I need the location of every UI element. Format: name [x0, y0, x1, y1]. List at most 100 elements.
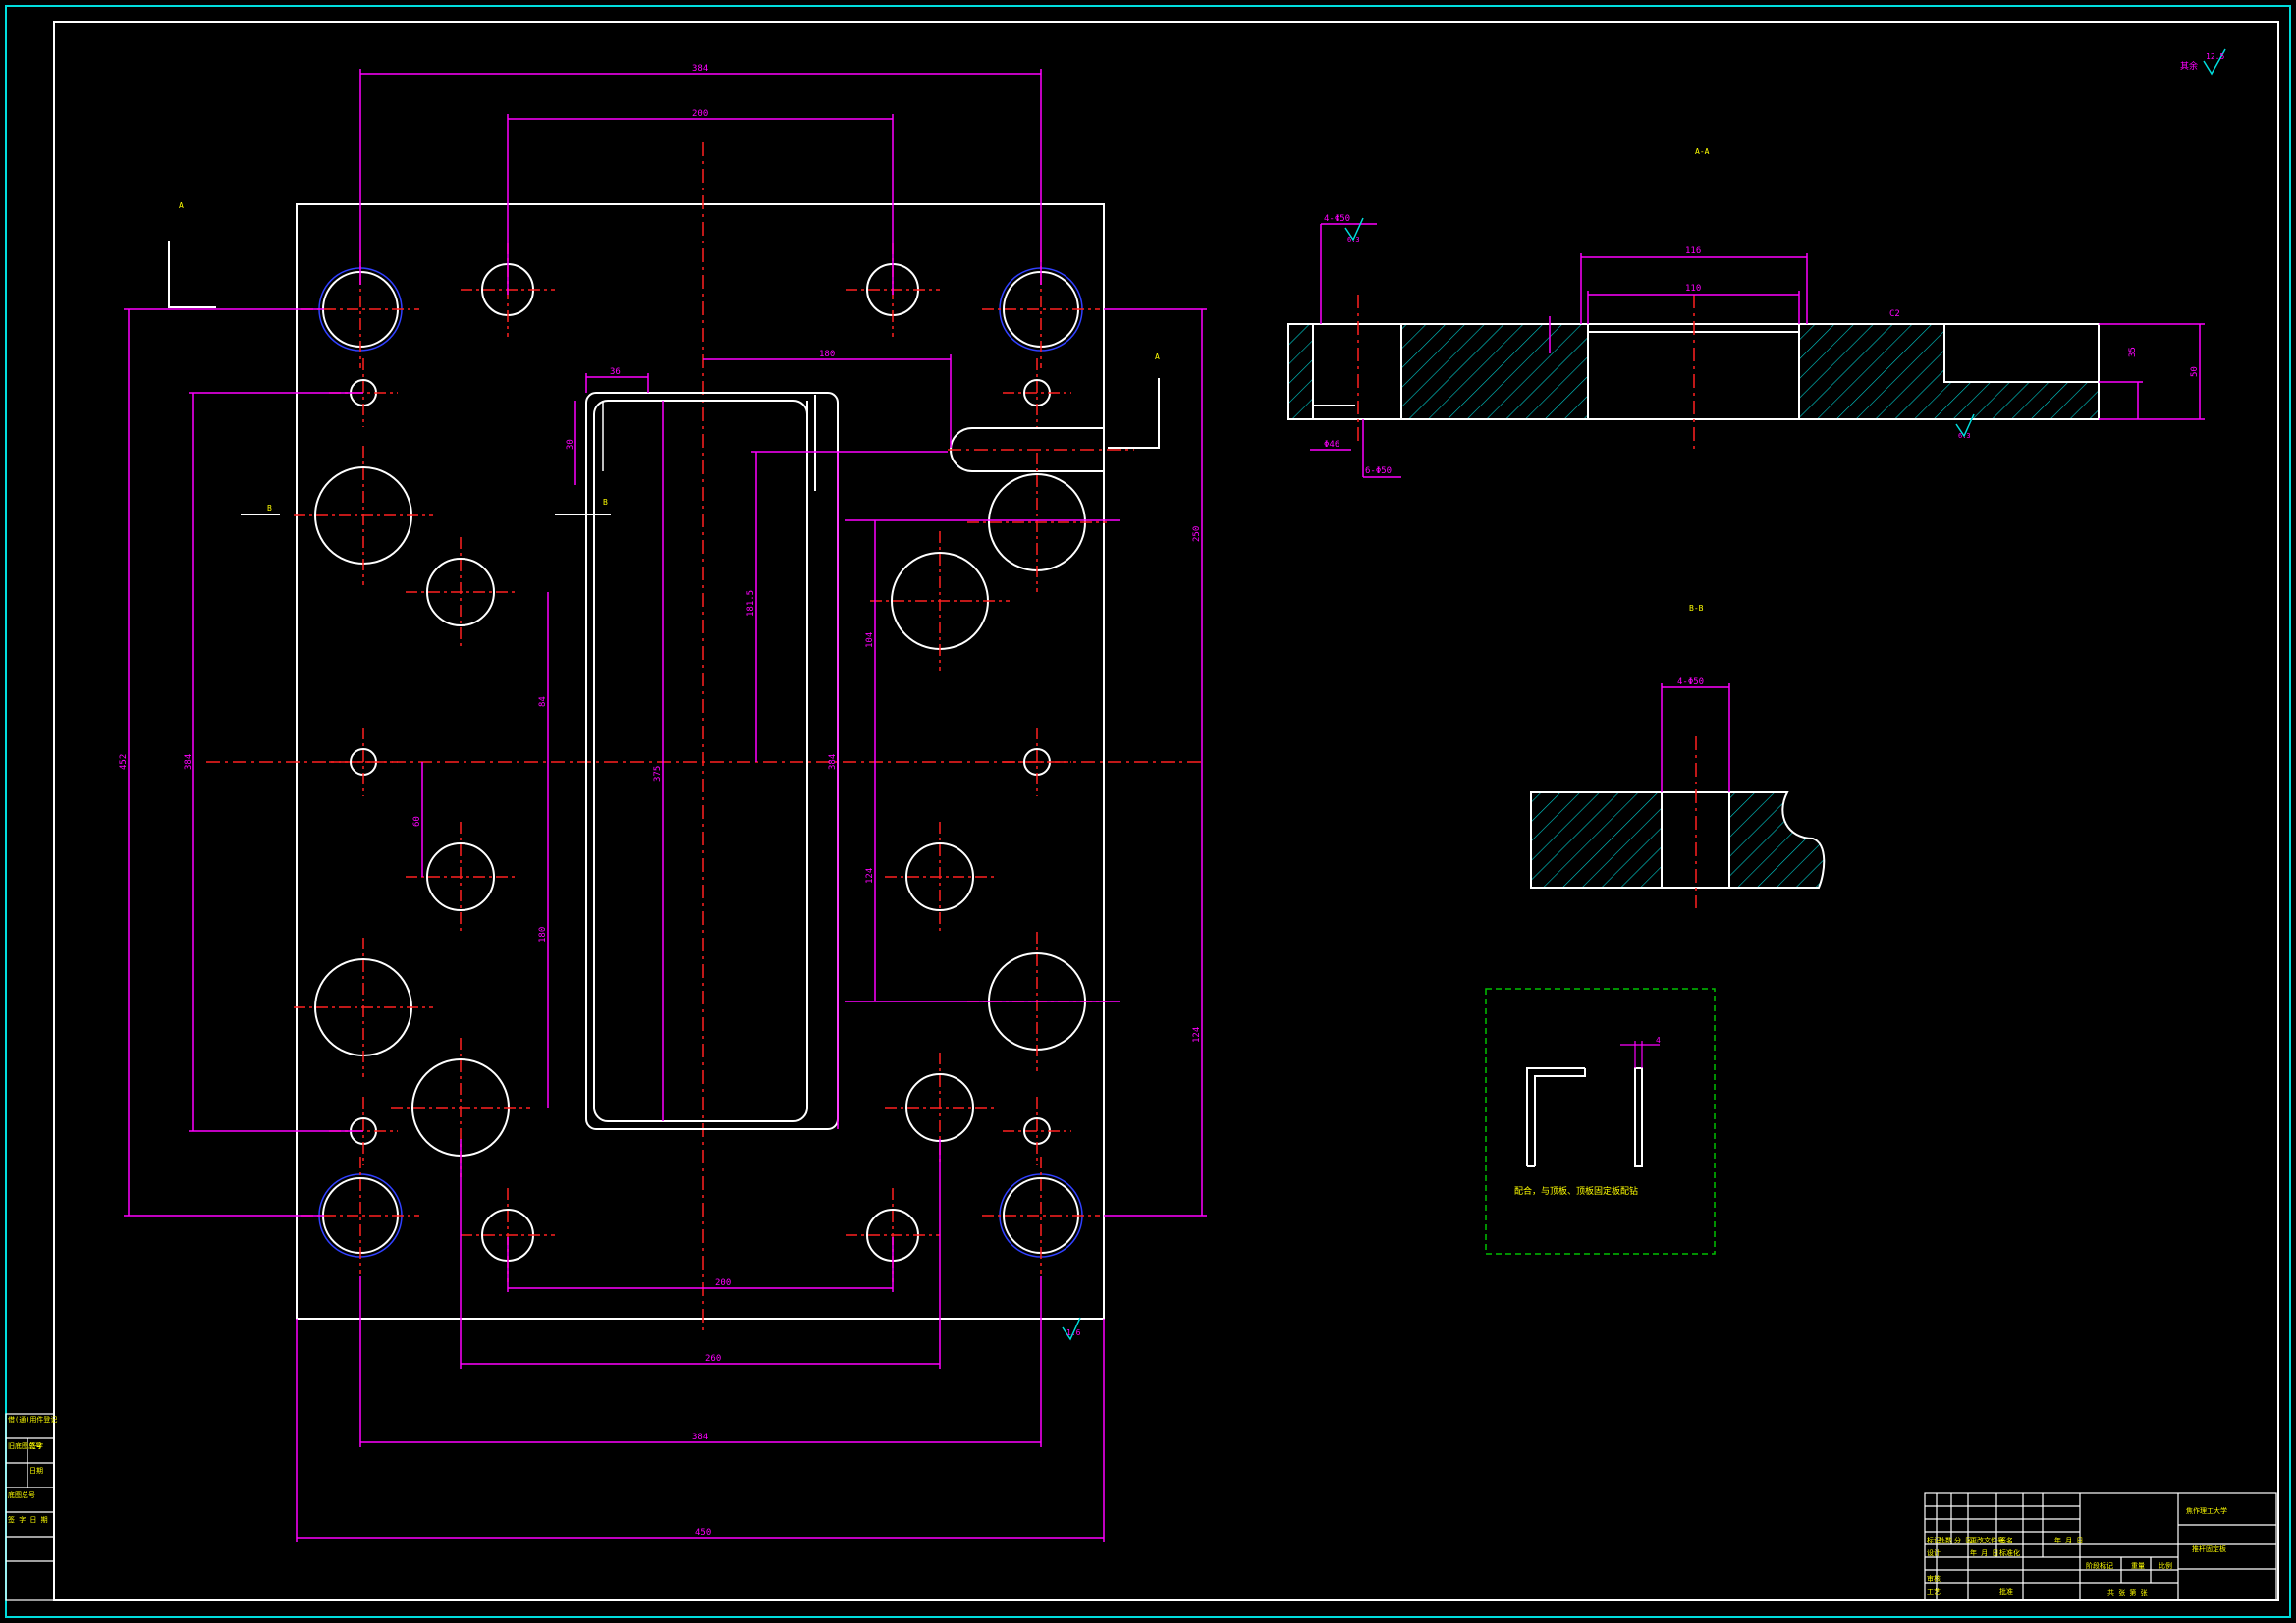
dim-right-250: 250	[1192, 526, 1202, 542]
tb-approve: 批准	[1999, 1587, 2013, 1596]
side-row-6: 签 字 日 期	[8, 1515, 48, 1524]
tb-process: 工艺	[1927, 1588, 1941, 1596]
tb-rev-h3: 分 区	[1954, 1536, 1972, 1544]
dim-top-200: 200	[692, 109, 708, 119]
hole	[294, 446, 433, 585]
dim-left-60: 60	[412, 816, 422, 827]
tb-rev-h5: 签名	[1999, 1536, 2013, 1544]
section-a-view: A-A	[1287, 147, 2205, 478]
dim-a-chamfer: C2	[1889, 309, 1900, 319]
dim-a-hole-bottom: 6-Φ50	[1365, 466, 1392, 476]
section-b-letter-right: B	[603, 498, 608, 507]
section-mark-a-left	[168, 241, 216, 308]
title-block: 焦作理工大学 推杆固定板 标记 处数 分 区 更改文件号 签名 年 月 日 设计…	[1924, 1492, 2277, 1601]
hole	[967, 453, 1107, 592]
hole	[1003, 358, 1071, 427]
hole	[1003, 1097, 1071, 1165]
detail-border	[1485, 988, 1716, 1255]
dim-right-104: 104	[865, 632, 875, 648]
dim-a-hole-top: 4-Φ50	[1324, 214, 1350, 224]
tb-review: 审核	[1927, 1574, 1941, 1583]
tb-rev-h1: 标记	[1927, 1536, 1941, 1544]
general-roughness-label: 其余	[2180, 60, 2198, 72]
roughness-symbol-a-top	[1344, 217, 1364, 242]
side-row-1: 借(通)用件登记	[8, 1415, 57, 1424]
section-a-title: A-A	[1695, 147, 1710, 156]
hole	[885, 822, 995, 932]
tb-rev-h2: 处数	[1939, 1536, 1952, 1544]
dim-181-5: 181.5	[746, 590, 756, 617]
section-b-outline	[1530, 791, 1826, 889]
detail-view: 4 配合，与顶板、顶板固定板配钻	[1485, 988, 1716, 1255]
dim-a-hole-dia: Φ46	[1324, 440, 1339, 450]
dim-bottom-384: 384	[692, 1433, 708, 1442]
side-row-5: 底图总号	[8, 1490, 35, 1499]
dim-right-124: 124	[865, 868, 875, 884]
plan-dimensions	[124, 69, 1207, 1542]
tb-weight: 重量	[2131, 1562, 2145, 1570]
detail-thickness: 4	[1656, 1036, 1661, 1045]
hole	[329, 728, 398, 796]
roughness-a-top: 6.3	[1347, 236, 1360, 243]
hole	[982, 1157, 1100, 1274]
hole	[294, 938, 433, 1077]
section-b-hatch-right	[1729, 792, 1825, 888]
dim-slot-375: 375	[653, 766, 663, 782]
inner-frame	[53, 21, 2279, 1601]
roughness-symbol-a-bottom	[1955, 413, 1975, 438]
roughness-symbol-plan	[1062, 1317, 1081, 1341]
plan-view: A A B B 1.6	[168, 142, 1203, 1341]
side-row-2: 旧底图总号	[8, 1441, 42, 1450]
dim-left-452: 452	[119, 754, 129, 770]
hole-circle	[426, 842, 495, 911]
dim-left-84: 84	[538, 696, 548, 707]
side-row-4: 日期	[29, 1467, 43, 1475]
tb-rev-h6: 年 月 日	[2054, 1536, 2083, 1544]
pocket-outer	[585, 392, 839, 1130]
section-b-letter-left: B	[267, 504, 272, 513]
dim-slot-30: 30	[566, 439, 575, 450]
section-b-title: B-B	[1689, 604, 1704, 613]
pocket-inner	[593, 400, 808, 1122]
general-roughness: 其余 12.5	[2180, 48, 2226, 76]
dim-right-384: 124	[1192, 1027, 1202, 1043]
hole	[406, 822, 516, 932]
dim-a-110: 110	[1685, 284, 1701, 294]
tb-drawing-name: 推杆固定板	[2192, 1544, 2226, 1553]
hole	[406, 537, 516, 647]
tb-sheets: 共 张 第 张	[2107, 1588, 2148, 1596]
dim-b-hole: 4-Φ50	[1677, 677, 1704, 687]
tb-school: 焦作理工大学	[2186, 1506, 2227, 1515]
hole-circle	[905, 842, 974, 911]
tb-scale: 比例	[2159, 1561, 2172, 1570]
dim-a-35: 35	[2128, 347, 2138, 357]
tb-stage: 阶段标记	[2086, 1561, 2113, 1570]
detail-note: 配合，与顶板、顶板固定板配钻	[1514, 1185, 1638, 1197]
hole	[1003, 728, 1071, 796]
roughness-value-plan: 1.6	[1066, 1328, 1081, 1337]
section-mark-a-right	[1108, 378, 1160, 449]
section-a-letter-left: A	[179, 201, 184, 210]
section-a-hatch-3	[1799, 324, 1944, 419]
tb-rev-h4: 更改文件号	[1970, 1536, 2004, 1544]
dim-left-180: 180	[538, 927, 548, 943]
tb-standard: 标准化	[1999, 1548, 2020, 1557]
dim-slot-36: 36	[610, 367, 621, 377]
side-row-3: 签字	[29, 1441, 43, 1450]
section-a-hatch-4	[1944, 382, 2099, 419]
hole-circle	[426, 558, 495, 626]
general-roughness-symbol	[2203, 48, 2226, 76]
dim-overall-450: 450	[695, 1528, 711, 1538]
dim-top-384: 384	[692, 64, 708, 74]
side-panel: 借(通)用件登记 旧底图总号 签字 日期 底图总号 签 字 日 期	[5, 1413, 57, 1601]
outer-frame	[5, 5, 2291, 1618]
roughness-a-bottom: 6.3	[1958, 432, 1971, 440]
dim-180-top: 180	[819, 350, 835, 359]
dim-a-116: 116	[1685, 246, 1701, 256]
section-b-view: B-B 4-Φ50	[1530, 604, 1826, 908]
plan-dimension-labels: 384 200 200 260 384 450 452 384 250 124 …	[119, 64, 1202, 1538]
section-b-hatch-left	[1531, 792, 1662, 888]
dim-bottom-260: 260	[705, 1354, 721, 1364]
dim-a-50: 50	[2190, 366, 2200, 377]
